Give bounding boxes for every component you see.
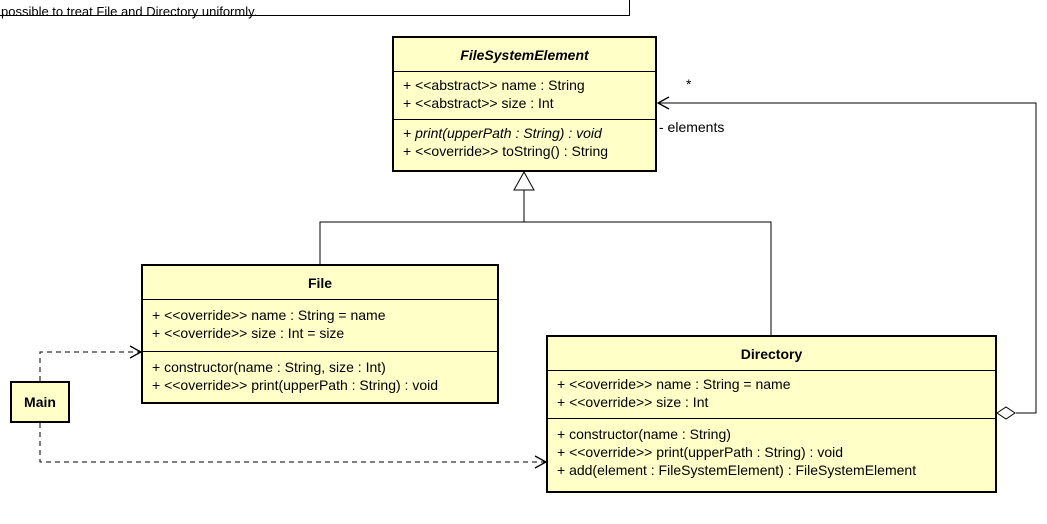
attribute-row: + <<override>> size : Int — [557, 394, 709, 410]
association-multiplicity-label: * — [686, 76, 692, 92]
class-file-system-element[interactable]: FileSystemElement + <<abstract>> name : … — [392, 36, 657, 172]
class-name: File — [143, 266, 497, 300]
attributes-compartment: + <<abstract>> name : String + <<abstrac… — [394, 72, 655, 120]
operation-row: + print(upperPath : String) : void — [403, 125, 602, 141]
association-role-label: - elements — [659, 119, 725, 135]
attribute-row: + <<override>> name : String = name — [557, 376, 791, 392]
operation-row: + <<override>> print(upperPath : String)… — [557, 444, 843, 460]
operation-row: + constructor(name : String) — [557, 426, 731, 442]
class-directory[interactable]: Directory + <<override>> name : String =… — [546, 335, 997, 493]
aggregation-elements-line — [656, 96, 1037, 414]
attribute-row: + <<abstract>> size : Int — [403, 95, 554, 111]
attribute-row: + <<abstract>> name : String — [403, 77, 585, 93]
note-box: possible to treat File and Directory uni… — [0, 0, 630, 19]
operation-row: + add(element : FileSystemElement) : Fil… — [557, 462, 917, 478]
attributes-compartment: + <<override>> name : String = name + <<… — [548, 371, 995, 419]
class-name: Directory — [548, 337, 995, 371]
operation-row: + constructor(name : String, size : Int) — [152, 359, 386, 375]
class-file[interactable]: File + <<override>> name : String = name… — [141, 264, 499, 404]
operations-compartment: + print(upperPath : String) : void + <<o… — [394, 120, 655, 168]
operation-row: + <<override>> print(upperPath : String)… — [152, 377, 438, 393]
operations-compartment: + constructor(name : String, size : Int)… — [143, 352, 497, 404]
dependency-main-file-line — [39, 345, 143, 381]
note-text: possible to treat File and Directory uni… — [1, 4, 258, 19]
generalization-directory-line — [524, 221, 772, 335]
attribute-row: + <<override>> name : String = name — [152, 307, 386, 323]
aggregation-diamond — [996, 406, 1016, 420]
generalization-triangle — [513, 170, 535, 191]
attribute-row: + <<override>> size : Int = size — [152, 325, 345, 341]
generalization-file-line — [319, 190, 525, 264]
attributes-compartment: + <<override>> name : String = name + <<… — [143, 300, 497, 352]
dependency-main-directory-line — [39, 423, 548, 469]
class-main[interactable]: Main — [10, 381, 70, 423]
operations-compartment: + constructor(name : String) + <<overrid… — [548, 419, 995, 491]
operation-row: + <<override>> toString() : String — [403, 143, 609, 159]
class-name: FileSystemElement — [394, 38, 655, 72]
